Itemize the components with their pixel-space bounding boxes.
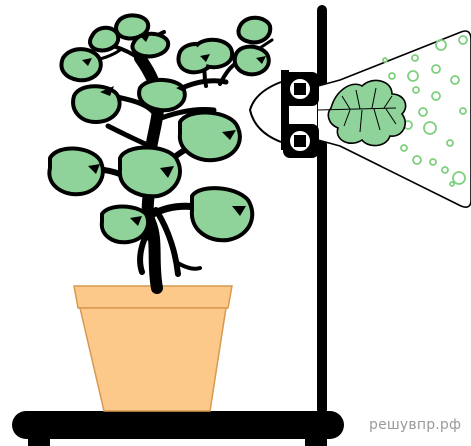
leaf [59, 47, 103, 83]
stand-base [12, 411, 344, 446]
leaf [137, 78, 187, 113]
leaf [232, 44, 271, 77]
leaf [117, 145, 182, 199]
watermark-text: решувпр.рф [369, 417, 462, 433]
leaf [88, 25, 121, 53]
leaf [99, 204, 150, 245]
gas-bubbles [382, 35, 468, 187]
leaf [177, 110, 242, 163]
stand-rod [317, 5, 327, 415]
plant-leaves [47, 13, 273, 245]
leaf [236, 15, 273, 45]
leaf [71, 84, 122, 124]
clamp [281, 70, 319, 158]
leaf [130, 31, 171, 59]
flower-pot [73, 285, 233, 412]
enclosed-leaf [317, 79, 407, 147]
leaf [47, 146, 105, 197]
leaf-veins [82, 34, 266, 226]
leaf [189, 186, 255, 243]
